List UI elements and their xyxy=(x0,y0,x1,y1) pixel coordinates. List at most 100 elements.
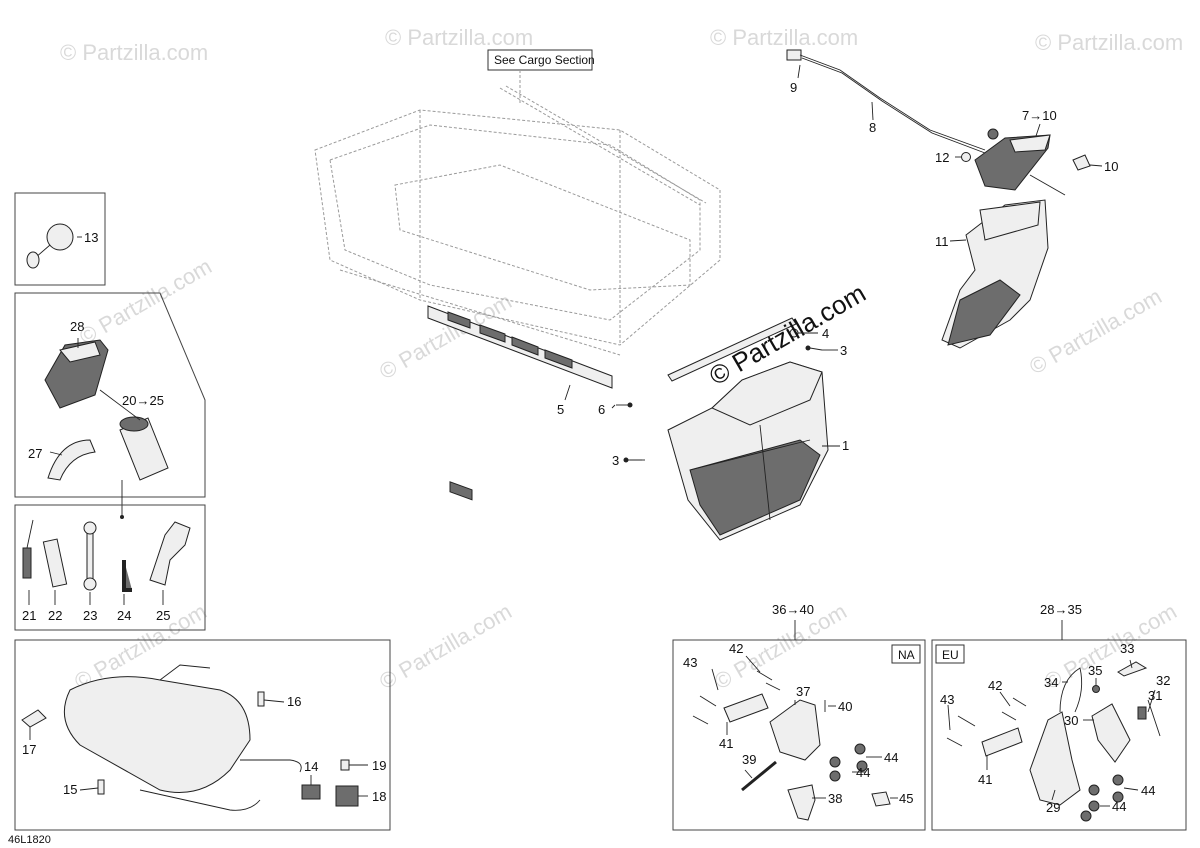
part-20-25-tool-roll[interactable] xyxy=(119,416,169,481)
part-16-decal[interactable] xyxy=(257,691,265,707)
part-11-light-housing[interactable] xyxy=(941,199,1049,349)
part-27-strap[interactable] xyxy=(47,439,96,481)
callout-7-10: 7→10 xyxy=(1022,108,1057,123)
eu-part-44-nuts[interactable] xyxy=(1080,774,1124,822)
svg-text:See Cargo Section: See Cargo Section xyxy=(494,53,595,67)
callout-na-44: 44 xyxy=(884,750,898,765)
callout-13: 13 xyxy=(84,230,98,245)
part-19-clip[interactable] xyxy=(340,759,350,771)
callout-1: 1 xyxy=(842,438,849,453)
na-hitch-box xyxy=(672,639,926,831)
callout-eu-35: 35 xyxy=(1088,663,1102,678)
callout-eu-41: 41 xyxy=(978,772,992,787)
callout-4: 4 xyxy=(822,326,829,341)
na-part-45-bushing[interactable] xyxy=(871,791,891,807)
watermark-layer: © Partzilla.com © Partzilla.com © Partzi… xyxy=(60,25,1183,694)
eu-part-34-cable[interactable] xyxy=(1059,667,1083,713)
part-6-pin[interactable] xyxy=(616,402,633,408)
part-14-label[interactable] xyxy=(301,784,321,800)
part-3-screw-upper[interactable] xyxy=(805,345,823,351)
eu-region-tag: EU xyxy=(935,644,965,664)
part-28-tool-bag[interactable] xyxy=(44,339,109,409)
callout-eu-43: 43 xyxy=(940,692,954,707)
decal-box xyxy=(14,639,391,831)
callout-25: 25 xyxy=(156,608,170,623)
callout-eu-30: 30 xyxy=(1064,713,1078,728)
callout-23: 23 xyxy=(83,608,97,623)
part-8-wire-harness[interactable] xyxy=(799,54,986,154)
callout-eu-33: 33 xyxy=(1120,641,1134,656)
eu-part-35-nut[interactable] xyxy=(1092,685,1100,693)
watermark-text: © Partzilla.com xyxy=(60,40,208,65)
eu-part-29-bracket[interactable] xyxy=(1029,711,1081,806)
callout-3: 3 xyxy=(612,453,619,468)
part-24-hex-key[interactable] xyxy=(122,560,132,592)
part-5-side-trim-windows xyxy=(447,311,573,369)
part-17-decal[interactable] xyxy=(21,709,47,728)
svg-text:EU: EU xyxy=(942,648,959,662)
part-4-mounting-strip[interactable] xyxy=(667,317,797,382)
callout-12: 12 xyxy=(935,150,949,165)
watermark-text: © Partzilla.com xyxy=(710,25,858,50)
part-10-upper-fastener[interactable] xyxy=(987,128,999,140)
watermark-text: © Partzilla.com xyxy=(1035,30,1183,55)
part-12-grommet[interactable] xyxy=(961,152,971,162)
callout-18: 18 xyxy=(372,789,386,804)
eu-hitch-box xyxy=(931,639,1187,831)
eu-part-33-lever[interactable] xyxy=(1117,661,1148,677)
na-part-39-pin[interactable] xyxy=(741,760,777,792)
callout-21: 21 xyxy=(22,608,36,623)
part-25-spanner[interactable] xyxy=(149,521,191,586)
part-10-bulb[interactable] xyxy=(1072,154,1091,171)
callout-eu-31: 31 xyxy=(1148,688,1162,703)
callout-na-43: 43 xyxy=(683,655,697,670)
callout-17: 17 xyxy=(22,742,36,757)
na-part-44-nuts[interactable] xyxy=(829,743,868,782)
kit-box-13 xyxy=(14,192,106,286)
callout-22: 22 xyxy=(48,608,62,623)
callout-na-38: 38 xyxy=(828,791,842,806)
na-part-42-43-bolts[interactable] xyxy=(692,670,781,725)
part-9-connector[interactable] xyxy=(786,49,802,61)
eu-part-41-plate[interactable] xyxy=(981,727,1023,757)
callout-11: 11 xyxy=(935,234,949,249)
part-22-socket[interactable] xyxy=(42,538,68,588)
part-15-decal[interactable] xyxy=(97,779,105,795)
callout-na-42: 42 xyxy=(729,641,743,656)
eu-part-31-spring[interactable] xyxy=(1137,706,1147,720)
tools-box xyxy=(14,504,206,631)
watermark-text: © Partzilla.com xyxy=(75,254,216,350)
part-18-label[interactable] xyxy=(335,785,359,807)
callout-eu-29: 29 xyxy=(1046,800,1060,815)
watermark-text: © Partzilla.com xyxy=(375,599,516,695)
part-7-10-tail-light[interactable] xyxy=(974,134,1051,191)
callout-36-40: 36→40 xyxy=(772,602,814,617)
na-region-tag: NA xyxy=(891,644,921,664)
callout-10: 10 xyxy=(1104,159,1118,174)
eu-part-30-receiver[interactable] xyxy=(1091,703,1131,763)
part-1-cargo-box[interactable] xyxy=(667,361,829,541)
part-21-screwdriver[interactable] xyxy=(22,519,34,579)
part-23-wrench[interactable] xyxy=(83,521,97,591)
na-part-41-plate[interactable] xyxy=(723,693,769,723)
callout-na-44: 44 xyxy=(856,765,870,780)
see-cargo-section-label[interactable]: See Cargo Section xyxy=(487,49,595,105)
eu-part-42-43-bolts[interactable] xyxy=(946,697,1027,747)
callout-15: 15 xyxy=(63,782,77,797)
part-13-mirror[interactable] xyxy=(26,223,74,269)
callout-27: 27 xyxy=(28,446,42,461)
callout-na-45: 45 xyxy=(899,791,913,806)
callout-3: 3 xyxy=(840,343,847,358)
callout-19: 19 xyxy=(372,758,386,773)
leader-lines xyxy=(28,64,1156,807)
callout-eu-44: 44 xyxy=(1112,799,1126,814)
tool-kit-box xyxy=(14,292,206,498)
callout-na-37: 37 xyxy=(796,684,810,699)
callout-28: 28 xyxy=(70,319,84,334)
na-part-38-hook[interactable] xyxy=(787,784,816,821)
callout-8: 8 xyxy=(869,120,876,135)
na-part-37-bracket[interactable] xyxy=(769,699,821,761)
callout-eu-42: 42 xyxy=(988,678,1002,693)
callout-na-41: 41 xyxy=(719,736,733,751)
